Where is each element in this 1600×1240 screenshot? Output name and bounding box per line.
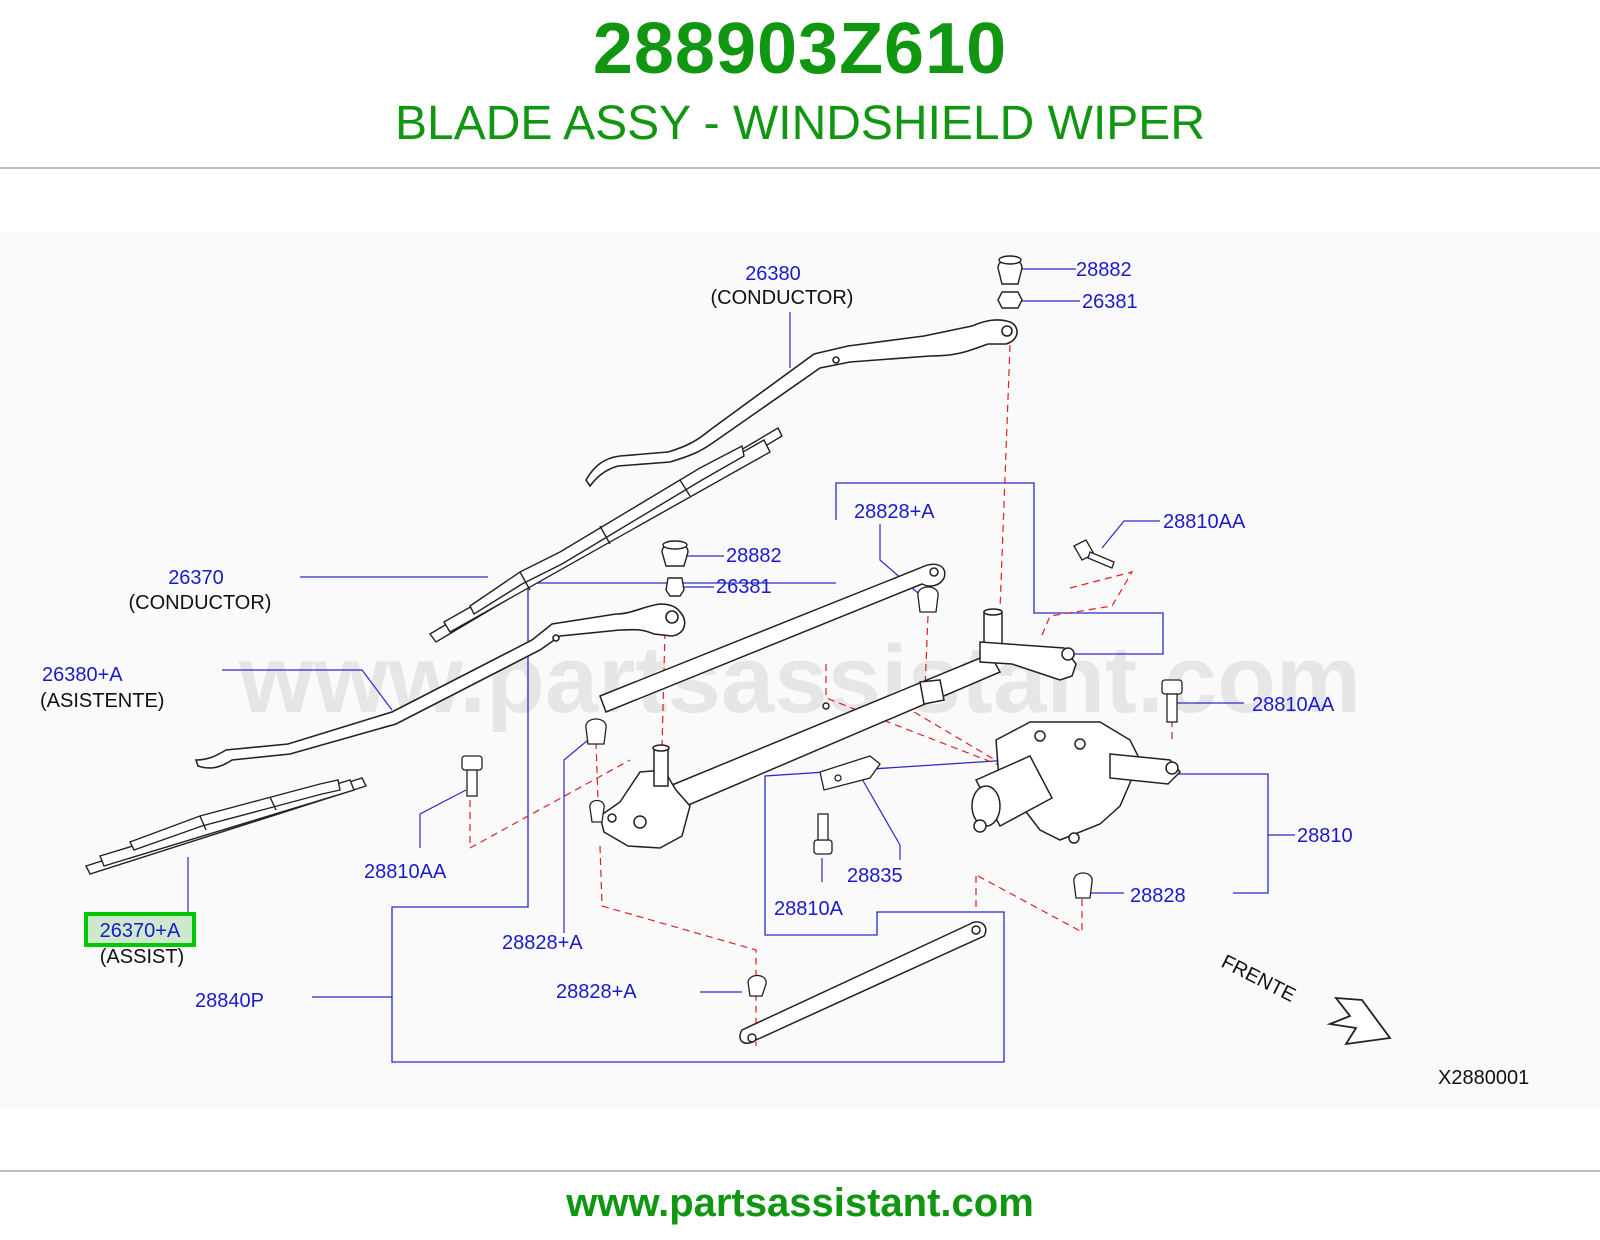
part-number-title: 288903Z610 — [592, 9, 1008, 89]
bolt-28810AA-right — [1161, 679, 1183, 723]
footer-divider — [0, 1170, 1600, 1172]
dash-bushing-mid — [595, 741, 599, 801]
label-28810AA-top: 28810AA — [1163, 511, 1246, 533]
pivot-cap-28882-mid — [661, 540, 689, 567]
leader-26380A — [222, 669, 393, 711]
diagram-code: X2880001 — [1438, 1067, 1529, 1089]
label-28810AA-right: 28810AA — [1252, 694, 1335, 716]
dash-bolt-top — [1039, 571, 1134, 641]
label-28882-mid: 28882 — [726, 545, 782, 567]
label-28828: 28828 — [1130, 885, 1186, 907]
part-name-subtitle: BLADE ASSY - WINDSHIELD WIPER — [395, 97, 1205, 150]
label-28882-top: 28882 — [1076, 259, 1132, 281]
dash-28828A-top — [924, 615, 929, 689]
highlight-box — [84, 912, 196, 947]
pivot-cap-28882-top — [997, 255, 1023, 285]
label-26381-top: 26381 — [1082, 291, 1138, 313]
dash-pivot-mid — [661, 631, 666, 749]
dash-bolt-left — [469, 759, 631, 850]
bracket-28835 — [819, 755, 881, 791]
label-28835: 28835 — [847, 865, 903, 887]
note-26380: (CONDUCTOR) — [711, 287, 854, 309]
front-direction-arrow — [1326, 996, 1392, 1046]
note-26380A: (ASISTENTE) — [40, 690, 164, 712]
note-26370: (CONDUCTOR) — [129, 592, 272, 614]
assembly-dashed-lines — [469, 344, 1173, 1046]
page-header: 288903Z610 BLADE ASSY - WINDSHIELD WIPER — [0, 0, 1600, 168]
label-28828A-top: 28828+A — [854, 501, 935, 523]
leader-28835 — [857, 771, 901, 860]
label-26380A: 26380+A — [42, 664, 123, 686]
wiper-blade-26370 — [428, 427, 783, 643]
note-26370A: (ASSIST) — [100, 946, 184, 968]
leader-28810AA-top — [1101, 520, 1160, 549]
dash-pivot-top — [999, 344, 1011, 611]
bushing-28828A-low — [747, 974, 767, 997]
label-26370: 26370 — [168, 567, 224, 589]
frente-label: FRENTE — [1218, 951, 1299, 1007]
pivot-nut-26381-mid — [665, 577, 685, 597]
label-28840P: 28840P — [195, 990, 264, 1012]
label-26370A[interactable]: 26370+A — [100, 920, 181, 942]
wiper-arm-26380A — [194, 603, 686, 769]
bracket-motor — [1173, 773, 1269, 894]
leader-28810AA-left — [419, 789, 467, 848]
wiper-blade-26370A — [85, 777, 367, 875]
bolt-28810A — [813, 813, 833, 855]
bracket-upper-linkage — [835, 482, 1164, 655]
label-26381-mid: 26381 — [716, 576, 772, 598]
highlighted-part-26370A[interactable]: 26370+A — [84, 912, 196, 947]
label-28828A-low: 28828+A — [556, 981, 637, 1003]
pivot-nut-26381-top — [997, 291, 1023, 309]
bolt-set — [461, 539, 1183, 855]
label-28828A-mid: 28828+A — [502, 932, 583, 954]
callout-labels: 26380 28882 26381 28828+A 28810AA 28882 … — [42, 259, 1353, 1012]
bolt-28810AA-top — [1073, 539, 1115, 569]
wiper-motor-28810 — [971, 721, 1182, 844]
label-28810A: 28810A — [774, 898, 844, 920]
bracket-linkage-assy — [391, 582, 1011, 1063]
footer-website-link[interactable]: www.partsassistant.com — [566, 1181, 1034, 1225]
label-26380: 26380 — [745, 263, 801, 285]
bolt-28810AA-left — [461, 755, 483, 797]
label-28810: 28810 — [1297, 825, 1353, 847]
bushing-28828A-mid — [585, 718, 607, 745]
dash-rod-left — [599, 845, 757, 1046]
wiper-linkage-28840P — [599, 563, 1077, 849]
connecting-rod-lower — [739, 921, 987, 1044]
bushing-28828A-top — [917, 586, 939, 613]
bushing-28828A-set — [585, 586, 1093, 997]
group-brackets — [391, 482, 1295, 1063]
wiper-arm-26380 — [585, 319, 1018, 488]
leader-28828A-mid — [563, 739, 589, 933]
label-28810AA-left: 28810AA — [364, 861, 447, 883]
bushing-28828 — [1073, 872, 1093, 899]
header-divider — [0, 167, 1600, 169]
